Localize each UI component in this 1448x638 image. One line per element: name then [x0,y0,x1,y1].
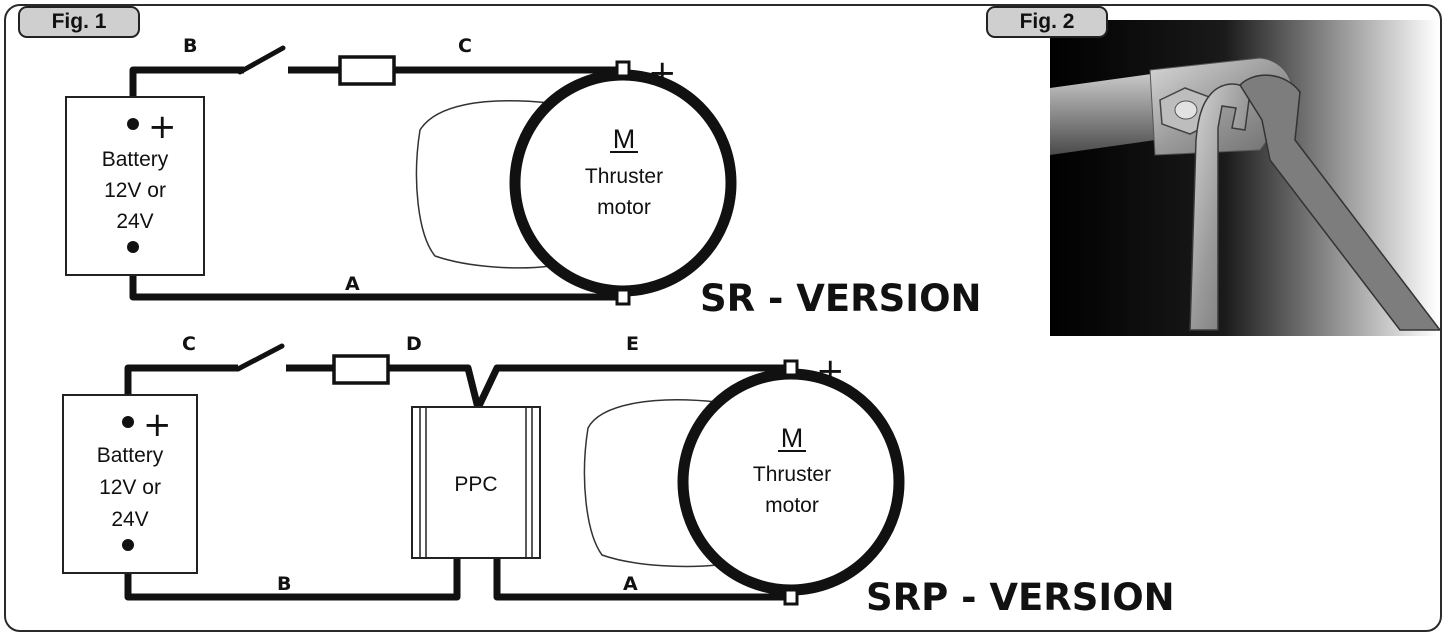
srp-wire-label-c: C [182,333,196,355]
fig2-illustration [1050,20,1442,336]
srp-circuit: + Battery 12V or 24V PPC + M Thruster mo… [62,333,1175,619]
srp-switch [235,343,285,372]
srp-motor-plus: + [816,351,845,391]
sr-motor-label-2: motor [597,196,651,219]
srp-wire-a [493,556,790,601]
sr-fuse [338,55,396,86]
srp-motor-label-1: Thruster [753,463,831,486]
srp-motor-housing [583,399,718,568]
sr-version-title: SR - VERSION [700,277,982,320]
fig2-label: Fig. 2 [986,6,1108,38]
sr-wire-label-b: B [183,35,197,57]
sr-motor-letter: M [613,124,636,154]
sr-battery-label-2: 12V or [104,179,166,202]
sr-battery-plus: + [148,107,177,147]
sr-wire-label-a: A [345,273,360,295]
sr-motor-terminal-top [615,60,631,78]
sr-motor-plus: + [648,53,677,93]
srp-motor-letter: M [781,423,804,453]
srp-wire-label-b: B [277,573,291,595]
srp-battery-plus: + [143,405,172,445]
srp-ppc-box [411,406,541,559]
srp-wire-label-a: A [623,573,638,595]
srp-wire-label-e: E [626,333,639,355]
sr-circuit: + Battery 12V or 24V + M Thruster motor … [65,35,982,320]
sr-motor-label-1: Thruster [585,165,663,188]
srp-wire-e [474,364,792,410]
srp-motor-terminal-top [783,359,799,377]
fig2-bolt-end [1174,100,1198,120]
srp-battery-label-2: 12V or [99,476,161,499]
fig2-wrench-icon [1189,83,1251,331]
sr-battery-label-1: Battery [102,148,169,171]
sr-battery-label-3: 24V [116,210,153,233]
srp-motor-terminal-bottom [783,588,799,606]
sr-motor-terminal-bottom [615,288,631,306]
sr-switch [237,45,286,75]
fig2-wrench-2-icon [1239,74,1442,331]
figure-frame [4,4,1442,632]
srp-wire-label-d: D [406,333,422,355]
srp-version-title: SRP - VERSION [866,576,1175,619]
sr-wire-label-c: C [458,35,472,57]
srp-motor-label-2: motor [765,494,819,517]
srp-battery-terminal-neg [122,539,134,551]
srp-battery-label-3: 24V [111,508,148,531]
sr-motor-housing [415,100,551,269]
sr-battery-terminal-neg [127,241,139,253]
srp-ppc-label: PPC [454,473,497,496]
srp-fuse [332,354,390,385]
fig1-label: Fig. 1 [18,6,140,38]
sr-battery-terminal-pos [127,118,139,130]
srp-battery-label-1: Battery [97,444,164,467]
srp-battery-terminal-pos [122,416,134,428]
